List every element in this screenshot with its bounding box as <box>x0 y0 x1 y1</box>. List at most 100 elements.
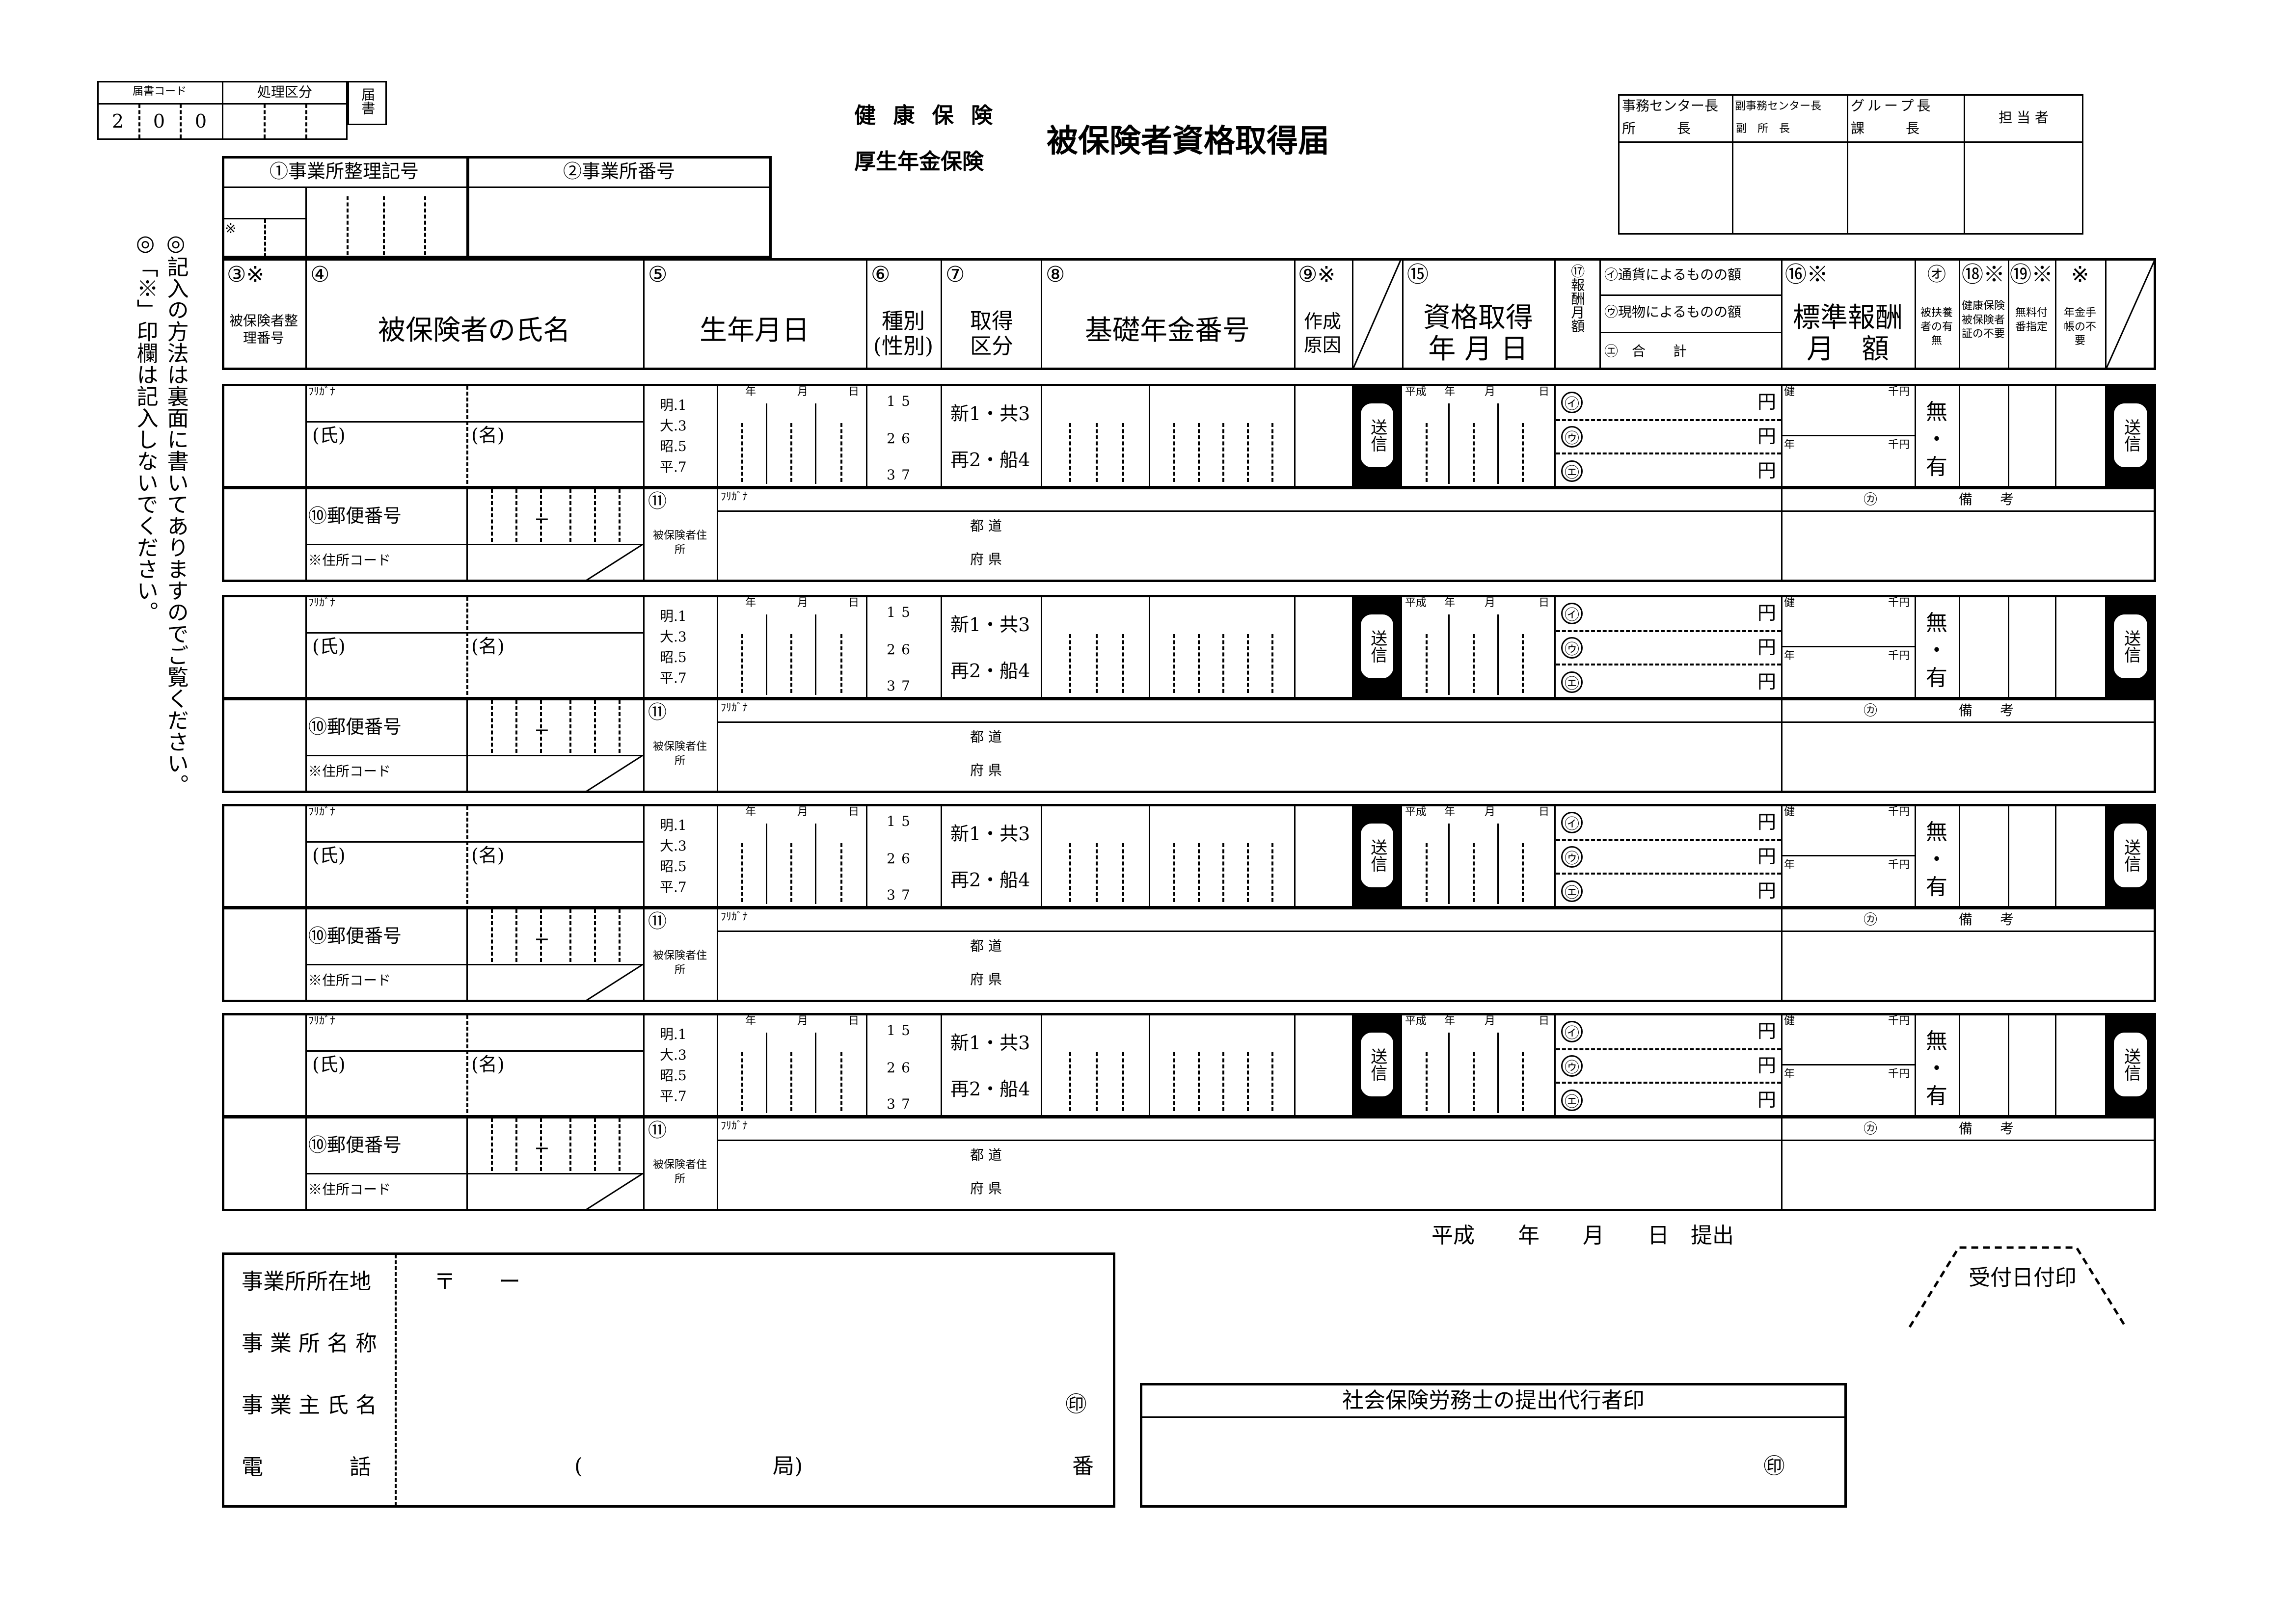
remarks-field[interactable] <box>1783 512 2154 580</box>
address-field[interactable] <box>719 512 1779 580</box>
approval-col3-b: 課 長 <box>1851 120 1920 136</box>
col16-label-2: 月 額 <box>1807 333 1889 365</box>
acq-option-1[interactable]: 新1・共3 <box>950 403 1030 425</box>
address-field[interactable] <box>719 723 1779 791</box>
acq-option-1[interactable]: 新1・共3 <box>950 823 1030 845</box>
office-no-label: ②事業所番号 <box>563 160 675 182</box>
total-mark: ㋓ <box>1561 1090 1583 1111</box>
remarks-field[interactable] <box>1783 932 2154 1000</box>
acq-option-1[interactable]: 新1・共3 <box>950 614 1030 636</box>
total-amount-field[interactable] <box>1586 455 1753 484</box>
type-2: 2 <box>887 641 895 658</box>
acq-option-1[interactable]: 新1・共3 <box>950 1032 1030 1054</box>
in-kind-amount-field[interactable] <box>1586 841 1753 872</box>
in-kind-mark: ㋒ <box>1561 426 1583 448</box>
total-amount-field[interactable] <box>1586 666 1753 695</box>
send-button-left[interactable]: 送信 <box>1359 822 1395 889</box>
dependent-yes[interactable]: 有 <box>1926 454 1947 479</box>
address-field[interactable] <box>719 932 1779 1000</box>
address-field[interactable] <box>719 1142 1779 1209</box>
dependent-none[interactable]: 無 <box>1926 399 1947 425</box>
postal-label: ⑩郵便番号 <box>308 1134 402 1156</box>
acq-option-2[interactable]: 再2・船4 <box>950 869 1030 891</box>
yen-label-2: 円 <box>1757 1055 1777 1076</box>
remarks-mark: ㋕ <box>1864 491 1878 507</box>
currency-mark: ㋑ <box>1561 603 1583 624</box>
family-name-label: (氏) <box>312 636 346 657</box>
remarks-field[interactable] <box>1783 723 2154 791</box>
send-button-right[interactable]: 送信 <box>2112 612 2149 680</box>
in-kind-amount-field[interactable] <box>1586 421 1753 452</box>
office-address-field[interactable] <box>530 1261 1105 1305</box>
in-kind-amount-field[interactable] <box>1586 1050 1753 1081</box>
phone-open: ( <box>574 1454 583 1479</box>
send-button-left[interactable]: 送信 <box>1359 612 1395 680</box>
era-2: 大.3 <box>660 418 687 434</box>
send-button-right[interactable]: 送信 <box>2112 1031 2149 1098</box>
office-name-field[interactable] <box>403 1320 1105 1369</box>
pension-number-field[interactable] <box>1043 386 1292 485</box>
health-std-field[interactable] <box>1783 611 1914 645</box>
currency-amount-field[interactable] <box>1586 807 1753 837</box>
col3-label: 被保険者整理番号 <box>229 313 298 346</box>
col-o-num: ㋔ <box>1927 264 1946 285</box>
health-std-field[interactable] <box>1783 1029 1914 1063</box>
pension-number-field[interactable] <box>1043 1015 1292 1114</box>
postal-code-field[interactable] <box>468 488 641 542</box>
postal-code-field[interactable] <box>468 908 641 962</box>
remarks-field[interactable] <box>1783 1142 2154 1209</box>
health-label: 健 <box>1784 597 1795 609</box>
pension-unit: 千円 <box>1888 650 1910 662</box>
in-kind-amount-field[interactable] <box>1586 632 1753 663</box>
acq-option-2[interactable]: 再2・船4 <box>950 449 1030 471</box>
currency-amount-field[interactable] <box>1586 387 1753 417</box>
health-unit: 千円 <box>1888 806 1910 818</box>
send-button-left[interactable]: 送信 <box>1359 401 1395 469</box>
send-button-right[interactable]: 送信 <box>2112 822 2149 889</box>
owner-name-field[interactable] <box>403 1382 1055 1431</box>
owner-name-label: 事 業 主 氏 名 <box>242 1393 377 1418</box>
address-code-label: ※住所コード <box>308 552 391 568</box>
pension-std-field[interactable] <box>1783 452 1914 485</box>
currency-amount-field[interactable] <box>1586 1016 1753 1046</box>
address-num: ⑪ <box>648 1119 667 1141</box>
dependent-yes[interactable]: 有 <box>1926 665 1947 691</box>
acq-option-2[interactable]: 再2・船4 <box>950 1078 1030 1100</box>
phone-field[interactable] <box>589 1448 1060 1492</box>
year-label: 年 <box>745 386 756 398</box>
dependent-yes[interactable]: 有 <box>1926 1084 1947 1109</box>
send-button-right[interactable]: 送信 <box>2112 401 2149 469</box>
currency-amount-field[interactable] <box>1586 598 1753 628</box>
postal-code-field[interactable] <box>468 699 641 753</box>
code-digit-3: 0 <box>194 110 207 132</box>
pension-std-field[interactable] <box>1783 1082 1914 1114</box>
era-1: 明.1 <box>660 1026 687 1042</box>
send-button-left[interactable]: 送信 <box>1359 1031 1395 1098</box>
col17-label: ⑰報酬月額 <box>1569 264 1586 333</box>
health-std-field[interactable] <box>1783 820 1914 854</box>
dependent-none[interactable]: 無 <box>1926 820 1947 845</box>
acq-month-label: 月 <box>1485 806 1496 818</box>
approval-col4: 担 当 者 <box>1999 109 2049 126</box>
type-6: 6 <box>901 1060 910 1076</box>
dependent-none[interactable]: 無 <box>1926 1029 1947 1054</box>
type-1: 1 <box>887 393 895 409</box>
yen-label-3: 円 <box>1757 460 1777 481</box>
pension-number-field[interactable] <box>1043 597 1292 696</box>
health-std-field[interactable] <box>1783 399 1914 434</box>
pension-std-field[interactable] <box>1783 873 1914 905</box>
dependent-none[interactable]: 無 <box>1926 611 1947 636</box>
in-kind-mark: ㋒ <box>1561 846 1583 868</box>
total-amount-field[interactable] <box>1586 876 1753 904</box>
type-3: 3 <box>887 467 895 483</box>
total-amount-field[interactable] <box>1586 1085 1753 1113</box>
type-7: 7 <box>901 678 910 694</box>
dependent-yes[interactable]: 有 <box>1926 875 1947 900</box>
postal-code-field[interactable] <box>468 1117 641 1171</box>
pension-label: 年 <box>1784 1068 1795 1080</box>
pension-std-field[interactable] <box>1783 664 1914 696</box>
col17-b: ㋒現物によるものの額 <box>1604 304 1742 320</box>
pension-number-field[interactable] <box>1043 806 1292 905</box>
era-1: 明.1 <box>660 608 687 624</box>
acq-option-2[interactable]: 再2・船4 <box>950 660 1030 682</box>
